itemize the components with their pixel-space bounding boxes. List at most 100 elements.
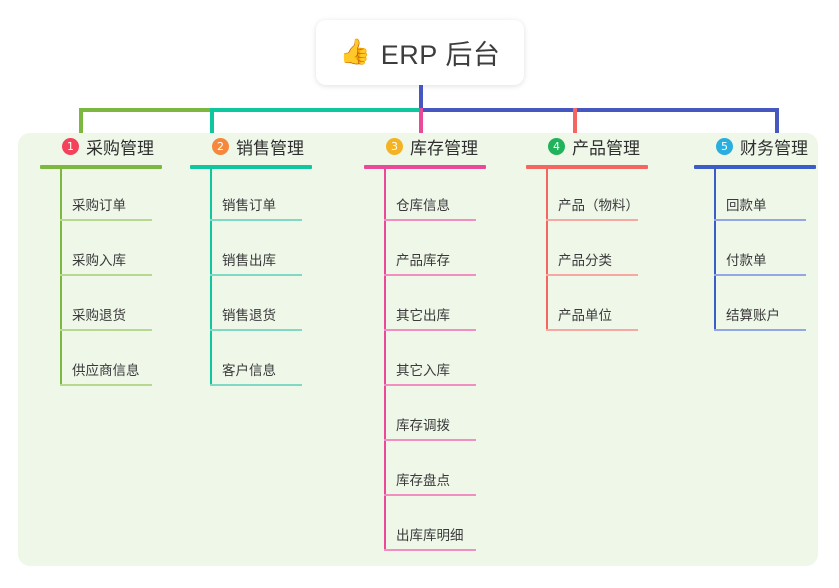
leaf-item-label: 库存盘点 xyxy=(396,473,450,488)
branch-rule-4 xyxy=(526,165,648,169)
leaf-item-rule xyxy=(384,439,476,441)
leaf-item-label: 回款单 xyxy=(726,198,767,213)
leaf-item[interactable]: 付款单 xyxy=(714,244,806,276)
branch-spine-5 xyxy=(714,169,716,331)
branch-column-4: 4 产品管理产品（物料） 产品分类产品单位 xyxy=(526,133,648,331)
branch-spine-4 xyxy=(546,169,548,331)
branch-column-5: 5 财务管理回款单付款单结算账户 xyxy=(694,133,816,331)
leaf-item[interactable]: 产品单位 xyxy=(546,299,638,331)
leaf-item[interactable]: 库存调拨 xyxy=(384,409,476,441)
branch-leaf-list-5: 回款单付款单结算账户 xyxy=(694,169,816,331)
leaf-item-rule xyxy=(60,384,152,386)
connector-bus-segment-blue xyxy=(419,108,779,112)
branch-header-5[interactable]: 5 财务管理 xyxy=(694,133,816,159)
leaf-item-label: 付款单 xyxy=(726,253,767,268)
leaf-item[interactable]: 结算账户 xyxy=(714,299,806,331)
leaf-item-rule xyxy=(714,274,806,276)
leaf-item-label: 其它出库 xyxy=(396,308,450,323)
branch-leaf-list-1: 采购订单采购入库采购退货供应商信息 xyxy=(40,169,162,386)
leaf-item[interactable]: 客户信息 xyxy=(210,354,302,386)
branch-header-2[interactable]: 2 销售管理 xyxy=(190,133,312,159)
leaf-item-rule xyxy=(210,329,302,331)
leaf-item-label: 客户信息 xyxy=(222,363,276,378)
connector-bus-segment-teal xyxy=(210,108,421,112)
branch-rule-5 xyxy=(694,165,816,169)
leaf-item-label: 出库库明细 xyxy=(396,528,464,543)
branch-rule-1 xyxy=(40,165,162,169)
connector-drop-4 xyxy=(573,108,577,137)
leaf-item-label: 采购入库 xyxy=(72,253,126,268)
leaf-item-rule xyxy=(714,219,806,221)
branch-rule-2 xyxy=(190,165,312,169)
leaf-item-label: 采购退货 xyxy=(72,308,126,323)
leaf-item-rule xyxy=(384,384,476,386)
root-node[interactable]: 👍 ERP 后台 xyxy=(316,20,524,85)
branch-title-5: 财务管理 xyxy=(740,138,808,158)
leaf-item[interactable]: 仓库信息 xyxy=(384,189,476,221)
leaf-item-rule xyxy=(60,329,152,331)
leaf-item-rule xyxy=(210,219,302,221)
leaf-item-rule xyxy=(384,494,476,496)
leaf-item-label: 销售退货 xyxy=(222,308,276,323)
leaf-item-label: 结算账户 xyxy=(726,308,780,323)
connector-drop-5 xyxy=(775,108,779,137)
branch-title-4: 产品管理 xyxy=(572,138,640,158)
leaf-item-rule xyxy=(384,219,476,221)
leaf-item[interactable]: 采购退货 xyxy=(60,299,152,331)
leaf-item[interactable]: 库存盘点 xyxy=(384,464,476,496)
leaf-item-rule xyxy=(546,274,638,276)
leaf-item[interactable]: 销售退货 xyxy=(210,299,302,331)
leaf-item-rule xyxy=(210,384,302,386)
leaf-item-label: 库存调拨 xyxy=(396,418,450,433)
leaf-item[interactable]: 采购订单 xyxy=(60,189,152,221)
branch-badge-4: 4 xyxy=(548,137,565,155)
branch-column-2: 2 销售管理销售订单销售出库销售退货客户信息 xyxy=(190,133,312,386)
branch-badge-1: 1 xyxy=(62,137,79,155)
leaf-item-rule xyxy=(384,549,476,551)
leaf-item-label: 采购订单 xyxy=(72,198,126,213)
leaf-item-rule xyxy=(714,329,806,331)
branch-badge-2: 2 xyxy=(212,137,229,155)
leaf-item[interactable]: 销售订单 xyxy=(210,189,302,221)
branch-badge-5: 5 xyxy=(716,137,733,155)
branch-leaf-list-2: 销售订单销售出库销售退货客户信息 xyxy=(190,169,312,386)
connector-root-stem xyxy=(419,85,423,110)
leaf-item-label: 销售订单 xyxy=(222,198,276,213)
leaf-item[interactable]: 供应商信息 xyxy=(60,354,152,386)
root-title: ERP 后台 xyxy=(380,40,501,70)
thumbs-up-icon: 👍 xyxy=(339,38,371,66)
branch-spine-3 xyxy=(384,169,386,551)
leaf-item[interactable]: 其它入库 xyxy=(384,354,476,386)
leaf-item[interactable]: 产品（物料） xyxy=(546,189,639,221)
leaf-item[interactable]: 采购入库 xyxy=(60,244,152,276)
leaf-item[interactable]: 其它出库 xyxy=(384,299,476,331)
leaf-item[interactable]: 销售出库 xyxy=(210,244,302,276)
connector-drop-2 xyxy=(210,108,214,137)
branch-rule-3 xyxy=(364,165,486,169)
branch-badge-3: 3 xyxy=(386,137,403,155)
leaf-item-rule xyxy=(60,219,152,221)
connector-drop-1 xyxy=(79,108,83,137)
branch-leaf-list-3: 仓库信息产品库存其它出库其它入库库存调拨库存盘点出库库明细 xyxy=(364,169,486,551)
leaf-item[interactable]: 出库库明细 xyxy=(384,519,476,551)
connector-bus-segment-green xyxy=(79,108,214,112)
leaf-item-label: 产品库存 xyxy=(396,253,450,268)
leaf-item[interactable]: 产品库存 xyxy=(384,244,476,276)
branch-leaf-list-4: 产品（物料） 产品分类产品单位 xyxy=(526,169,648,331)
leaf-item-rule xyxy=(546,329,638,331)
leaf-item-label: 产品分类 xyxy=(558,253,612,268)
leaf-item-label: 其它入库 xyxy=(396,363,450,378)
leaf-item-label: 产品单位 xyxy=(558,308,612,323)
leaf-item-rule xyxy=(210,274,302,276)
branch-header-4[interactable]: 4 产品管理 xyxy=(526,133,648,159)
leaf-item-label: 销售出库 xyxy=(222,253,276,268)
branch-title-2: 销售管理 xyxy=(236,138,304,158)
leaf-item-label: 产品（物料） xyxy=(558,198,639,213)
leaf-item[interactable]: 产品分类 xyxy=(546,244,638,276)
leaf-item[interactable]: 回款单 xyxy=(714,189,806,221)
